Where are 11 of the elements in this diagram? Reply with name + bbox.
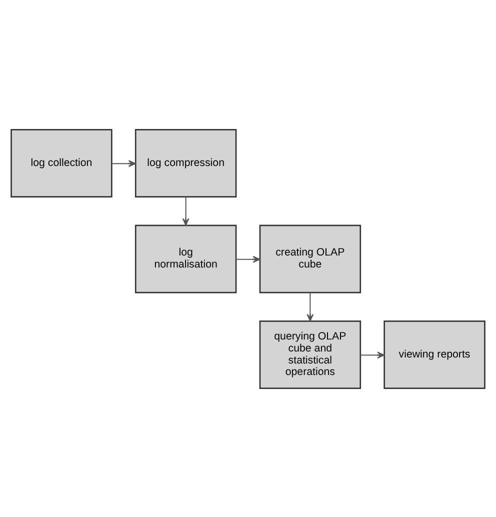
arrow — [182, 196, 190, 226]
arrow — [236, 255, 260, 262]
arrow — [306, 292, 314, 321]
node-box: log normalisation — [134, 224, 237, 293]
node-box: viewing reports — [384, 320, 486, 388]
arrow — [360, 351, 385, 358]
node-box: creating OLAP cube — [259, 224, 362, 293]
arrow — [111, 160, 136, 167]
node-box: querying OLAP cube and statistical operations — [259, 320, 362, 388]
node-box: log compression — [134, 128, 237, 197]
node-box: log collection — [10, 128, 112, 197]
